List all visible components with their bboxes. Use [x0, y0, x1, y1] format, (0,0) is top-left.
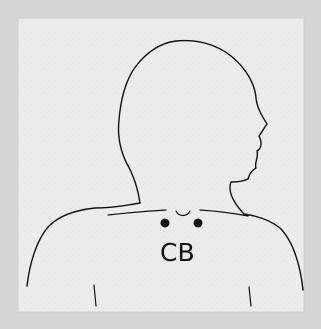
point-marker-right: [194, 219, 203, 228]
point-label: CB: [160, 238, 195, 267]
inner-panel: [18, 18, 304, 312]
point-marker-left: [161, 219, 170, 228]
